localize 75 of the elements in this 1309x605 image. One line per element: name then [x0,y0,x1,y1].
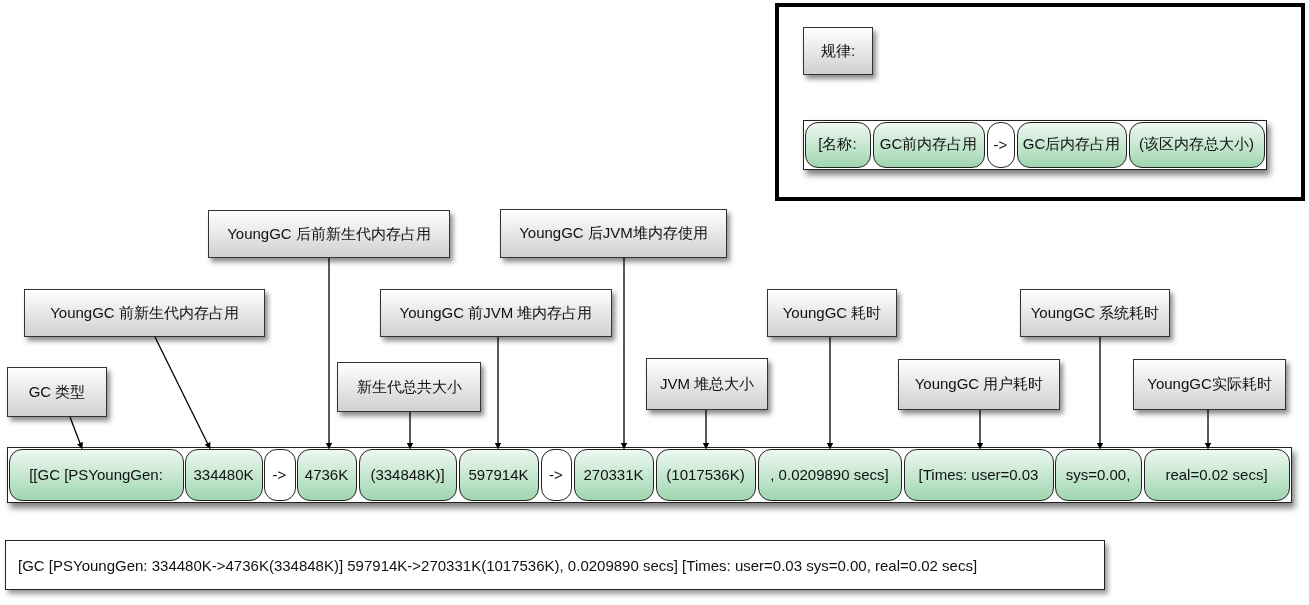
log-pill [358,448,457,501]
node-label: 597914K [468,466,529,483]
node-label: GC 类型 [28,382,86,402]
label-box [767,289,897,337]
label-box [7,367,107,417]
arrow [1096,336,1104,450]
arrow [620,257,628,450]
arrow [976,409,984,450]
field-pill [872,121,985,168]
node-label: 新生代总共大小 [356,377,462,397]
node-label: JVM 堆总大小 [659,374,755,394]
node-label: -> [993,136,1008,153]
node-label: 4736K [304,466,349,483]
log-pill [573,448,654,501]
node-label: YoungGC 前新生代内存占用 [50,303,239,323]
label-box [208,210,450,258]
node-label: YoungGC实际耗时 [1147,375,1272,394]
label-box [1133,359,1286,410]
node-label: YoungGC 后JVM堆内存使用 [519,224,708,243]
label-box [500,209,727,258]
node-label: (该区内存总大小) [1139,135,1254,154]
log-pill [655,448,756,501]
node-label: [Times: user=0.03 [918,466,1039,483]
log-strip [7,447,1292,503]
arrow [702,409,710,450]
log-pill [8,448,184,501]
arrow [826,336,834,450]
arrow [494,336,502,450]
log-pill [184,448,263,501]
node-label: , 0.0209890 secs] [770,466,889,483]
arrow-pill [263,448,296,501]
node-label: [名称: [818,135,857,154]
log-pill [903,448,1054,501]
node-label: 334480K [193,466,254,483]
node-label: 规律: [820,41,856,61]
legend-strip [803,120,1267,170]
log-pill [1054,448,1142,501]
arrow [1204,409,1212,450]
field-pill [804,121,871,168]
arrow [69,416,83,450]
log-pill [757,448,902,501]
node-label: -> [549,466,563,483]
label-box [24,289,265,337]
node-label: real=0.02 secs] [1165,466,1268,483]
node-label: GC前内存占用 [879,135,978,154]
node-label: [[GC [PSYoungGen: [29,466,163,483]
label-box [337,362,481,412]
node-label: YoungGC 前JVM 堆内存占用 [399,303,593,323]
node-label: (1017536K) [666,466,745,483]
arrow [154,336,211,450]
label-box [380,289,612,337]
log-pill [296,448,357,501]
node-label: 270331K [583,466,644,483]
field-pill [1128,121,1265,168]
node-label: YoungGC 后前新生代内存占用 [227,224,431,244]
field-pill [1016,121,1127,168]
label-box [646,358,768,410]
legend-frame [775,3,1305,201]
label-box [1020,289,1170,337]
label-box [898,359,1060,410]
node-label: -> [272,466,287,483]
node-label: YoungGC 系统耗时 [1030,303,1160,323]
log-pill [458,448,539,501]
node-label: (334848K)] [370,466,445,483]
node-label: YoungGC 用户耗时 [914,375,1044,394]
node-label: [GC [PSYoungGen: 334480K->4736K(334848K)] 597914K->270331K(1017536K), 0.0209890 secs] [Times: user=0.03 sys=0.00, real=0.02 secs] [18,556,978,574]
arrow [406,411,414,450]
arrow [325,257,333,450]
node-label: YoungGC 耗时 [782,303,882,323]
log-pill [1143,448,1290,501]
node-label: sys=0.00, [1065,466,1131,483]
label-box [803,27,873,75]
arrow-pill [540,448,572,501]
node-label: GC后内存占用 [1022,135,1121,154]
arrow-pill [986,121,1015,168]
